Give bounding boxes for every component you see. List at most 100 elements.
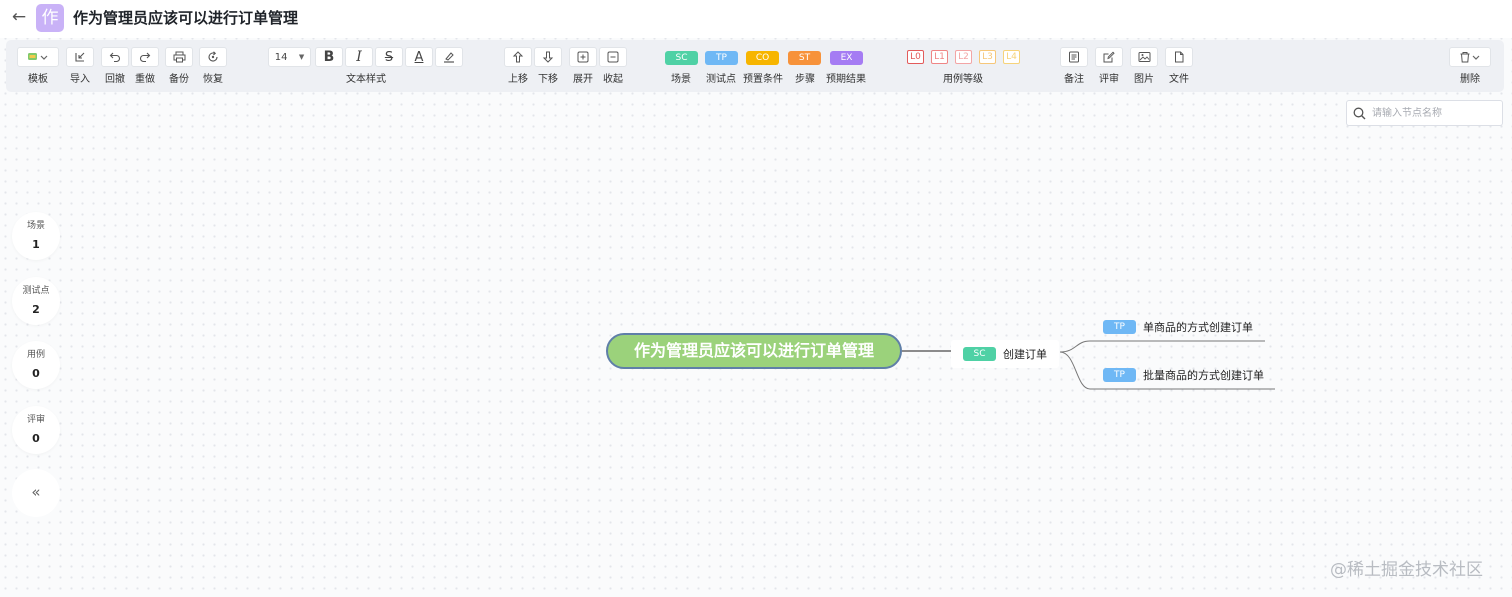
image-label: 图片	[1134, 74, 1154, 85]
page-title: 作为管理员应该可以进行订单管理	[73, 9, 299, 27]
highlight-button[interactable]	[435, 47, 463, 67]
test-point-node-2[interactable]: TP 批量商品的方式创建订单	[1103, 365, 1264, 385]
note-label: 备注	[1064, 74, 1084, 85]
import-label: 导入	[70, 74, 90, 85]
import-button[interactable]	[66, 47, 94, 67]
font-size-select[interactable]: 14 ▼	[268, 47, 311, 67]
template-icon	[28, 53, 48, 60]
move-down-button[interactable]	[534, 47, 562, 67]
tag-sc-button[interactable]: SC	[665, 51, 698, 65]
test-point-tag: TP	[1103, 320, 1136, 334]
tag-ex-button[interactable]: EX	[830, 51, 863, 65]
node-search	[1346, 100, 1503, 126]
delete-label: 删除	[1460, 74, 1480, 85]
file-button[interactable]	[1165, 47, 1193, 67]
redo-icon	[140, 52, 151, 63]
template-button[interactable]	[17, 47, 59, 67]
edge-scenario-point-2	[1059, 351, 1275, 390]
tag-tp-label: 测试点	[706, 74, 736, 85]
image-button[interactable]	[1130, 47, 1158, 67]
level-l4-button[interactable]: L4	[1003, 50, 1020, 64]
stat-review-label: 评审	[26, 415, 45, 425]
printer-icon	[173, 51, 185, 63]
watermark: @稀土掘金技术社区	[1330, 560, 1483, 580]
note-button[interactable]	[1060, 47, 1088, 67]
font-color-button[interactable]: A	[405, 47, 433, 67]
stat-case: 用例 0	[12, 341, 60, 389]
file-icon	[1175, 51, 1184, 63]
highlighter-icon	[444, 52, 454, 63]
test-point-text: 单商品的方式创建订单	[1143, 321, 1253, 334]
expand-button[interactable]	[569, 47, 597, 67]
scenario-node[interactable]: SC 创建订单	[951, 340, 1059, 368]
redo-label: 重做	[135, 74, 155, 85]
plus-square-icon	[577, 51, 589, 63]
case-level-label: 用例等级	[943, 74, 983, 85]
note-icon	[1069, 51, 1079, 63]
expand-label: 展开	[573, 74, 593, 85]
test-point-tag: TP	[1103, 368, 1136, 382]
test-point-node-1[interactable]: TP 单商品的方式创建订单	[1103, 317, 1253, 337]
stat-scenario-label: 场景	[26, 221, 45, 231]
chevron-down-icon: ▼	[298, 53, 305, 61]
image-icon	[1138, 52, 1150, 62]
delete-button[interactable]	[1449, 47, 1491, 67]
header-bar: ← 作 作为管理员应该可以进行订单管理	[0, 0, 1512, 38]
stat-scenario-value: 1	[32, 238, 40, 251]
font-size-value: 14	[274, 51, 288, 63]
level-l2-button[interactable]: L2	[955, 50, 972, 64]
stat-review: 评审 0	[12, 406, 60, 454]
tag-co-label: 预置条件	[743, 74, 783, 85]
review-label: 评审	[1099, 74, 1119, 85]
scenario-tag: SC	[963, 347, 996, 361]
toolbar: 模板 导入 回撤 重做 备份 恢复 14 ▼ B I S A 文本样式 上移 下…	[6, 40, 1504, 92]
review-button[interactable]	[1095, 47, 1123, 67]
level-l3-button[interactable]: L3	[979, 50, 996, 64]
restore-icon	[208, 51, 218, 62]
move-up-button[interactable]	[504, 47, 532, 67]
stat-test-point-value: 2	[32, 303, 40, 316]
strikethrough-button[interactable]: S	[375, 47, 403, 67]
level-l1-button[interactable]: L1	[931, 50, 948, 64]
restore-button[interactable]	[199, 47, 227, 67]
mindmap-root-node[interactable]: 作为管理员应该可以进行订单管理	[606, 333, 902, 369]
redo-button[interactable]	[131, 47, 159, 67]
tag-st-button[interactable]: ST	[788, 51, 821, 65]
search-icon	[1353, 107, 1366, 120]
tag-co-button[interactable]: CO	[746, 51, 779, 65]
scenario-text: 创建订单	[1003, 348, 1047, 361]
undo-label: 回撤	[105, 74, 125, 85]
arrow-up-icon	[512, 51, 524, 63]
stat-case-label: 用例	[26, 350, 45, 360]
tag-st-label: 步骤	[795, 74, 815, 85]
edge-scenario-point-1	[1059, 340, 1265, 353]
tag-tp-button[interactable]: TP	[705, 51, 738, 65]
arrow-down-icon	[542, 51, 554, 63]
collapse-label: 收起	[603, 74, 623, 85]
double-chevron-left-icon: «	[31, 483, 41, 501]
restore-label: 恢复	[203, 74, 223, 85]
search-input[interactable]	[1372, 104, 1497, 122]
text-style-label: 文本样式	[346, 74, 386, 85]
arrow-left-icon[interactable]: ←	[11, 7, 27, 27]
tag-ex-label: 预期结果	[826, 74, 866, 85]
tag-sc-label: 场景	[671, 74, 691, 85]
undo-icon	[109, 52, 120, 63]
italic-button[interactable]: I	[345, 47, 373, 67]
level-l0-button[interactable]: L0	[907, 50, 924, 64]
minus-square-icon	[607, 51, 619, 63]
stat-case-value: 0	[32, 367, 40, 380]
stat-scenario: 场景 1	[12, 212, 60, 260]
trash-icon	[1460, 52, 1480, 63]
undo-button[interactable]	[101, 47, 129, 67]
project-logo: 作	[36, 4, 64, 32]
edit-icon	[1103, 51, 1115, 63]
collapse-panel-button[interactable]: «	[12, 469, 60, 517]
import-icon	[75, 52, 85, 62]
collapse-button[interactable]	[599, 47, 627, 67]
bold-button[interactable]: B	[315, 47, 343, 67]
move-up-label: 上移	[508, 74, 528, 85]
backup-button[interactable]	[165, 47, 193, 67]
stat-review-value: 0	[32, 432, 40, 445]
